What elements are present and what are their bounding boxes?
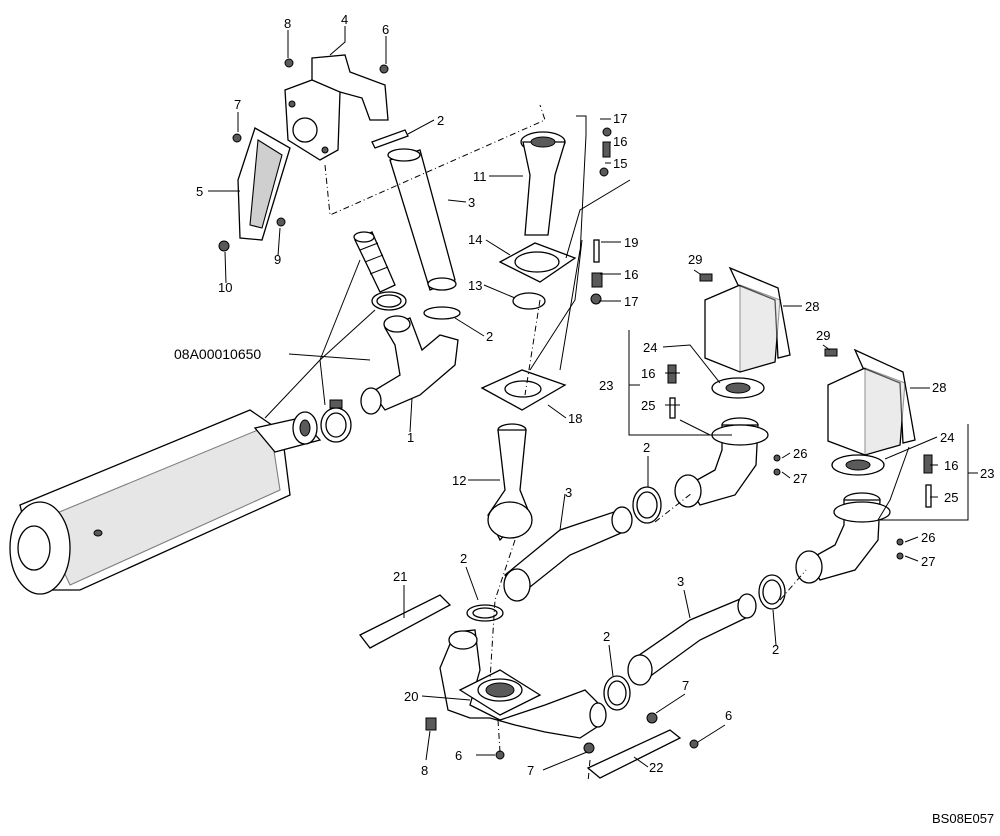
callout-11: 11 (473, 169, 487, 184)
callout-labels: 8 4 6 7 5 9 10 2 3 11 14 13 2 1 18 12 17… (174, 12, 994, 826)
callout-1: 1 (407, 430, 414, 445)
callout-2: 2 (772, 642, 779, 657)
callout-16: 16 (944, 458, 958, 473)
callout-9: 9 (274, 252, 281, 267)
clamp-2-right-bottom (758, 574, 786, 610)
bolts-upper (218, 58, 389, 252)
clamp-2-lower-mid (603, 675, 631, 711)
callout-28: 28 (932, 380, 946, 395)
bolts-bottom (425, 712, 699, 760)
callout-17: 17 (613, 111, 627, 126)
elbow-23-top (674, 417, 769, 508)
small-hardware-right (667, 273, 933, 560)
heat-shield-28-top (704, 266, 791, 373)
callout-24: 24 (643, 340, 657, 355)
callout-23: 23 (599, 378, 613, 393)
callout-14: 14 (468, 232, 482, 247)
clamp-ring-upper (371, 291, 407, 311)
clamp-1 (320, 399, 352, 443)
callout-18: 18 (568, 411, 582, 426)
pipe-12 (487, 423, 533, 542)
callout-8: 8 (421, 763, 428, 778)
y-pipe-20 (439, 629, 607, 739)
clamp-2-right-top (632, 486, 662, 524)
bracket-21 (359, 594, 452, 649)
callout-7: 7 (682, 678, 689, 693)
flange-24-top (711, 377, 765, 399)
callout-27: 27 (921, 554, 935, 569)
callout-16: 16 (613, 134, 627, 149)
pipe-3-upper (387, 148, 457, 291)
callout-13: 13 (468, 278, 482, 293)
gasket-18 (480, 369, 567, 411)
callout-17: 17 (624, 294, 638, 309)
heat-shield-28-bottom (827, 348, 916, 456)
flange-24-bottom (831, 454, 885, 476)
gasket-13 (512, 292, 546, 310)
callout-23: 23 (980, 466, 994, 481)
callout-28: 28 (805, 299, 819, 314)
callout-26: 26 (921, 530, 935, 545)
clamp-2-top (371, 129, 409, 149)
callout-20: 20 (404, 689, 418, 704)
flex-pipe (353, 231, 396, 293)
callout-29: 29 (816, 328, 830, 343)
callout-6: 6 (382, 22, 389, 37)
callout-15: 15 (613, 156, 627, 171)
callout-2: 2 (643, 440, 650, 455)
callout-16: 16 (624, 267, 638, 282)
callout-25: 25 (944, 490, 958, 505)
elbow-23-bottom (795, 492, 891, 584)
callout-21: 21 (393, 569, 407, 584)
bracket-5 (237, 127, 291, 241)
callout-5: 5 (196, 184, 203, 199)
callout-3: 3 (565, 485, 572, 500)
callout-10: 10 (218, 280, 232, 295)
callout-25: 25 (641, 398, 655, 413)
callout-3: 3 (677, 574, 684, 589)
callout-19: 19 (624, 235, 638, 250)
callout-4: 4 (341, 12, 348, 27)
callout-3: 3 (468, 195, 475, 210)
part-number-label: 08A00010650 (174, 346, 261, 362)
clamp-2-mid (423, 306, 461, 320)
elbow-pipe-1 (360, 315, 459, 415)
callout-27: 27 (793, 471, 807, 486)
callout-2: 2 (486, 329, 493, 344)
callout-24: 24 (940, 430, 954, 445)
callout-2: 2 (460, 551, 467, 566)
callout-2: 2 (603, 629, 610, 644)
leader-lines (208, 26, 978, 771)
flange-14 (498, 242, 577, 283)
clamp-2-lower-left (466, 604, 504, 622)
pipe-elbow-4 (284, 54, 389, 161)
callout-6: 6 (725, 708, 732, 723)
callout-22: 22 (649, 760, 663, 775)
callout-8: 8 (284, 16, 291, 31)
bracket-22 (586, 729, 682, 779)
callout-7: 7 (234, 97, 241, 112)
callout-6: 6 (455, 748, 462, 763)
pipe-11 (520, 131, 566, 236)
pipe-3-lower (627, 593, 757, 686)
callout-2: 2 (437, 113, 444, 128)
callout-7: 7 (527, 763, 534, 778)
callout-26: 26 (793, 446, 807, 461)
bolts-stack (590, 127, 612, 305)
figure-code: BS08E057 (932, 811, 994, 826)
callout-16: 16 (641, 366, 655, 381)
muffler (9, 409, 322, 595)
callout-29: 29 (688, 252, 702, 267)
callout-12: 12 (452, 473, 466, 488)
